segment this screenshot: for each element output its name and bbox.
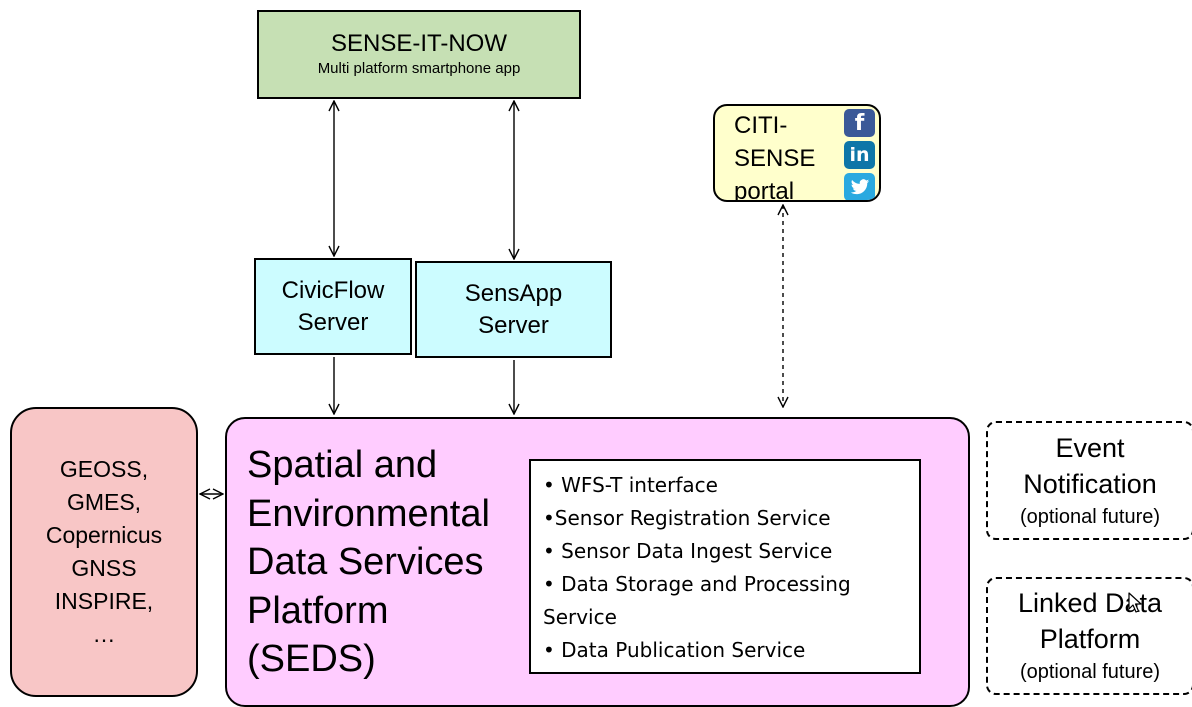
linked-data-line2: Platform bbox=[1039, 624, 1141, 654]
facebook-icon: f bbox=[844, 109, 875, 137]
seds-title-line: Environmental bbox=[247, 492, 490, 535]
civicflow-server-box: CivicFlow Server bbox=[254, 258, 412, 355]
service-item: • Sensor Data Ingest Service bbox=[543, 539, 833, 563]
sensapp-label-line1: SensApp bbox=[464, 279, 563, 307]
portal-label-line2: SENSE bbox=[734, 145, 816, 172]
external-source-line: GEOSS, bbox=[59, 456, 149, 482]
twitter-bird-glyph bbox=[850, 178, 869, 194]
twitter-icon bbox=[844, 173, 875, 200]
sensapp-server-box: SensApp Server bbox=[415, 261, 612, 358]
service-item: • WFS-T interface bbox=[543, 473, 718, 497]
event-notification-note: (optional future) bbox=[1019, 505, 1161, 528]
civicflow-label-line1: CivicFlow bbox=[281, 276, 385, 304]
seds-title-line: (SEDS) bbox=[247, 638, 376, 680]
linked-data-note: (optional future) bbox=[1019, 661, 1161, 683]
external-source-line: INSPIRE, bbox=[54, 588, 154, 614]
portal-label-line1: CITI- bbox=[734, 112, 788, 139]
portal-label-line3: portal bbox=[734, 178, 795, 202]
app-subtitle: Multi platform smartphone app bbox=[317, 59, 521, 77]
external-source-line: GNSS bbox=[71, 555, 137, 581]
external-source-line: GMES, bbox=[66, 489, 142, 515]
external-source-line: … bbox=[92, 621, 116, 647]
seds-title-line: Spatial and bbox=[247, 444, 438, 486]
sensapp-label-line2: Server bbox=[478, 311, 549, 339]
service-item: •Sensor Registration Service bbox=[543, 506, 831, 530]
external-sources-box: GEOSS, GMES, Copernicus GNSS INSPIRE, … bbox=[10, 407, 198, 697]
seds-title-line: Data Services bbox=[247, 541, 484, 583]
seds-platform-box: Spatial and Environmental Data Services … bbox=[225, 417, 970, 707]
event-notification-line2: Notification bbox=[1023, 468, 1157, 499]
seds-services-list: • WFS-T interface •Sensor Registration S… bbox=[529, 459, 921, 674]
event-notification-box: Event Notification (optional future) bbox=[986, 421, 1192, 540]
event-notification-line1: Event bbox=[1055, 432, 1125, 463]
linked-data-platform-box: Linked Data Platform (optional future) bbox=[986, 577, 1192, 695]
citi-sense-portal-box: CITI- SENSE portal f in bbox=[713, 104, 881, 202]
linkedin-icon: in bbox=[844, 141, 875, 169]
service-item: • Data Publication Service bbox=[543, 638, 806, 662]
service-item: Service bbox=[543, 605, 617, 629]
seds-title: Spatial and Environmental Data Services … bbox=[247, 441, 490, 684]
external-source-line: Copernicus bbox=[45, 522, 163, 548]
service-item: • Data Storage and Processing bbox=[543, 572, 851, 596]
civicflow-label-line2: Server bbox=[297, 308, 369, 336]
app-title: SENSE-IT-NOW bbox=[330, 29, 507, 57]
app-box: SENSE-IT-NOW Multi platform smartphone a… bbox=[257, 10, 581, 99]
seds-title-line: Platform bbox=[247, 589, 389, 632]
mouse-cursor-icon bbox=[1128, 592, 1142, 613]
